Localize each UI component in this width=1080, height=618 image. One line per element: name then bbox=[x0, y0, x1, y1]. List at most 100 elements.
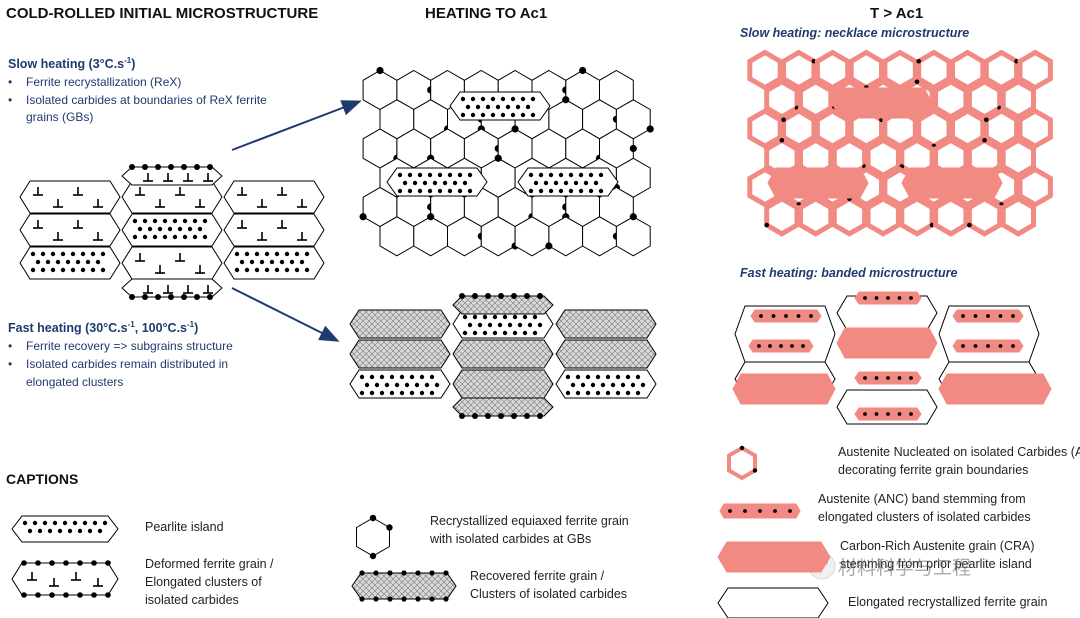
carbide-dot bbox=[961, 314, 965, 318]
carbide-dot bbox=[429, 596, 435, 602]
pearlite-dot bbox=[284, 267, 290, 273]
carbide-dot bbox=[728, 509, 732, 513]
pearlite-dot bbox=[244, 267, 250, 273]
carbide-dot bbox=[91, 560, 97, 566]
carbide-dot bbox=[629, 213, 637, 221]
pearlite-dot bbox=[67, 528, 73, 534]
caption-rex-2: with isolated carbides at GBs bbox=[429, 532, 591, 546]
pearlite-dot bbox=[299, 259, 305, 265]
pearlite-dot bbox=[254, 267, 260, 273]
pearlite-dot bbox=[482, 314, 488, 320]
recovered-ferrite-grain bbox=[349, 339, 451, 369]
carbide-dot bbox=[874, 296, 879, 300]
pearlite-dot bbox=[530, 96, 536, 102]
pearlite-dot bbox=[70, 251, 76, 257]
pearlite-dot bbox=[37, 528, 43, 534]
carbide-dot bbox=[359, 213, 367, 221]
pearlite-dot bbox=[615, 390, 621, 396]
pearlite-dot bbox=[397, 188, 403, 194]
pearlite-dot bbox=[142, 218, 148, 224]
pearlite-dot bbox=[369, 374, 375, 380]
carbide-dot bbox=[863, 296, 867, 300]
caption-recovered-2: Clusters of isolated carbides bbox=[470, 587, 627, 601]
pearlite-dot bbox=[389, 390, 395, 396]
pearlite-dot bbox=[259, 259, 265, 265]
pearlite-island bbox=[555, 369, 657, 399]
carbide-dot bbox=[155, 294, 161, 300]
carbide-dot bbox=[916, 58, 922, 64]
pearlite-dot bbox=[635, 374, 641, 380]
pearlite-dot bbox=[384, 382, 390, 388]
carbide-dot bbox=[459, 413, 465, 419]
pearlite-dot bbox=[35, 259, 41, 265]
pearlite-dot bbox=[147, 226, 153, 232]
pearlite-dot bbox=[304, 251, 310, 257]
carbide-dot bbox=[863, 376, 867, 380]
carbide-dot bbox=[181, 294, 187, 300]
carbide-dot bbox=[168, 294, 174, 300]
carbide-dot bbox=[1011, 314, 1015, 318]
deformed-ferrite-grain bbox=[223, 180, 325, 214]
caption-rex-1: Recrystallized equiaxed ferrite grain bbox=[430, 514, 629, 528]
pearlite-dot bbox=[457, 188, 463, 194]
pearlite-dot bbox=[274, 267, 280, 273]
carbide-dot bbox=[376, 66, 384, 75]
pearlite-dot bbox=[97, 528, 103, 534]
pearlite-dot bbox=[399, 390, 405, 396]
carbide-dot bbox=[511, 413, 517, 419]
pearlite-dot bbox=[364, 382, 370, 388]
pearlite-dot bbox=[132, 234, 138, 240]
slow-heating-bullet-1-text: Ferrite recrystallization (ReX) bbox=[26, 75, 181, 89]
carbide-dot bbox=[443, 570, 449, 576]
carbide-dot bbox=[63, 592, 69, 598]
carbide-dot bbox=[129, 164, 135, 170]
anc-decorated-grain bbox=[814, 108, 851, 149]
cra-grain bbox=[732, 373, 836, 405]
carbide-dot bbox=[537, 413, 543, 419]
pearlite-dot bbox=[369, 390, 375, 396]
pearlite-dot bbox=[520, 96, 526, 102]
right-fast-title: Fast heating: banded microstructure bbox=[740, 266, 957, 280]
caption-anc-2: decorating ferrite grain boundaries bbox=[838, 463, 1028, 477]
carbide-dot bbox=[207, 294, 213, 300]
anc-decorated-grain bbox=[747, 49, 783, 91]
pearlite-dot bbox=[470, 96, 476, 102]
carbide-dot bbox=[909, 376, 913, 380]
pearlite-dot bbox=[100, 251, 106, 257]
pearlite-dot bbox=[593, 180, 599, 186]
carbide-dot bbox=[443, 596, 449, 602]
pearlite-dot bbox=[467, 322, 473, 328]
deformed-ferrite-grain bbox=[121, 246, 223, 280]
carbide-dot bbox=[49, 592, 55, 598]
pearlite-dot bbox=[578, 172, 584, 178]
carbide-dot bbox=[49, 560, 55, 566]
pearlite-dot bbox=[437, 188, 443, 194]
pearlite-dot bbox=[152, 218, 158, 224]
pearlite-dot bbox=[40, 251, 46, 257]
carbide-dot bbox=[63, 560, 69, 566]
carbide-dot bbox=[629, 144, 637, 153]
anc-decorated-grain bbox=[882, 49, 918, 91]
pearlite-dot bbox=[472, 314, 478, 320]
anc-icon bbox=[727, 445, 757, 481]
carbide-dot bbox=[801, 344, 805, 348]
pearlite-dot bbox=[30, 267, 36, 273]
arrow-to-fast bbox=[231, 287, 340, 342]
pearlite-dot bbox=[510, 112, 516, 118]
carbide-dot bbox=[967, 222, 972, 228]
carbide-dot bbox=[743, 509, 747, 513]
carbide-dot bbox=[1011, 344, 1015, 348]
caption-pearlite: Pearlite island bbox=[145, 520, 224, 534]
pearlite-dot bbox=[460, 112, 466, 118]
carbide-dot bbox=[485, 413, 491, 419]
carbide-dot bbox=[998, 344, 1003, 348]
carbide-dot bbox=[359, 596, 365, 602]
pearlite-dot bbox=[284, 251, 290, 257]
pearlite-dot bbox=[359, 374, 365, 380]
carbide-dot bbox=[784, 314, 788, 318]
recovered-ferrite-grain bbox=[555, 339, 657, 369]
pearlite-dot bbox=[548, 188, 554, 194]
carbide-dot bbox=[401, 570, 407, 576]
pearlite-dot bbox=[578, 188, 584, 194]
slow-heating-bullet-2: • bbox=[8, 93, 12, 107]
